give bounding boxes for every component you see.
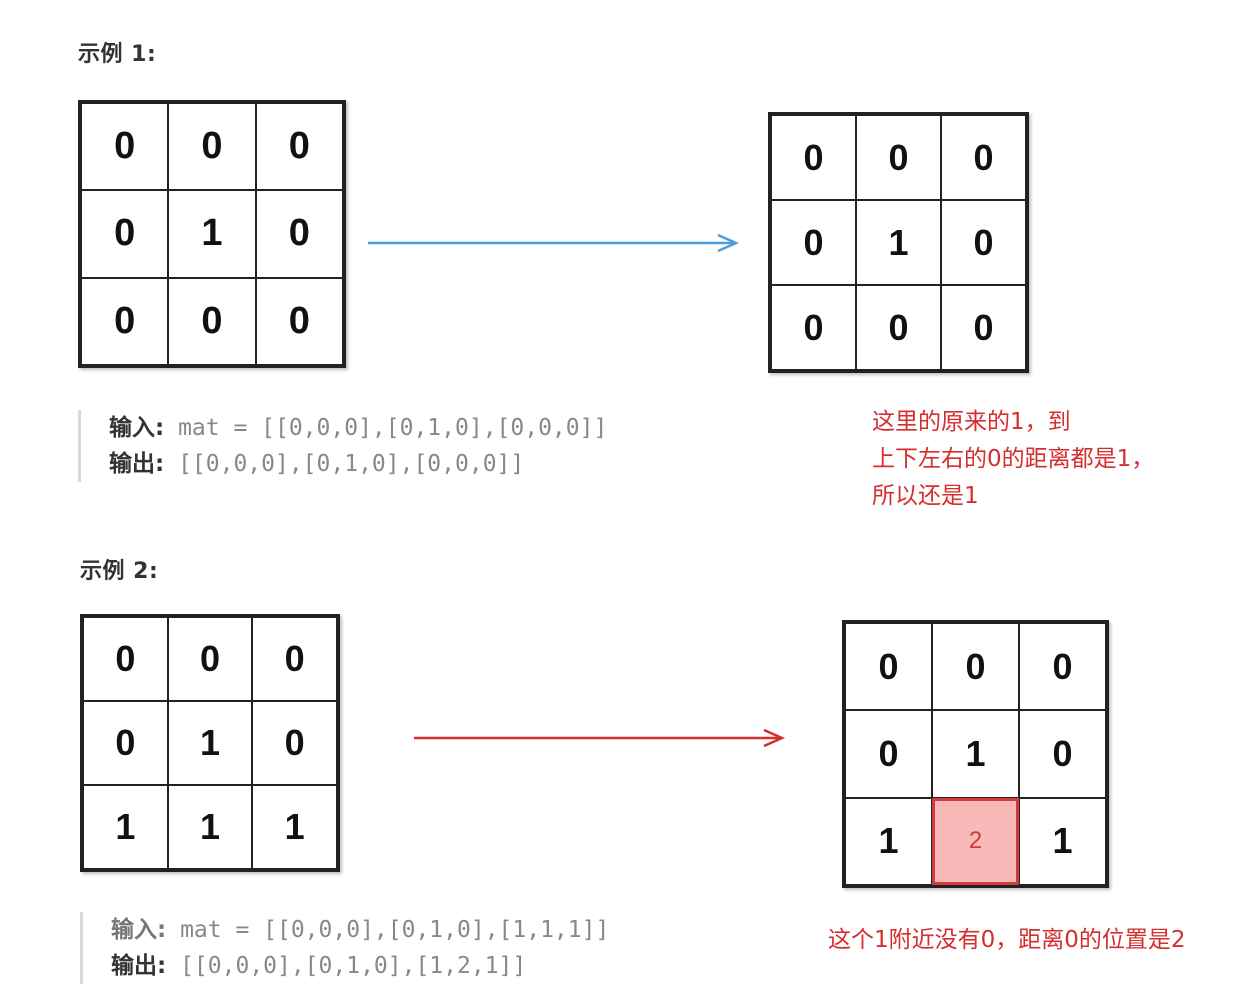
note-line: 上下左右的0的距离都是1， (872, 446, 1155, 472)
grid-cell: 0 (941, 115, 1026, 200)
grid-cell: 1 (167, 701, 253, 785)
grid-cell: 0 (83, 617, 168, 701)
grid-cell: 0 (168, 103, 256, 191)
grid-cell: 0 (845, 623, 932, 711)
example-2-output-line: 输出: [[0,0,0],[0,1,0],[1,2,1]] (111, 948, 609, 984)
grid-cell: 0 (168, 277, 256, 365)
example-2-note: 这个1附近没有0，距离0的位置是2 (828, 927, 1186, 953)
output-label: 输出: (109, 451, 165, 477)
input-label: 输入: (111, 917, 167, 943)
example-1-output-grid: 0 0 0 0 1 0 0 0 0 (768, 112, 1029, 373)
grid-cell: 0 (856, 115, 941, 200)
example-2-code-block: 输入: mat = [[0,0,0],[0,1,0],[1,1,1]] 输出: … (80, 912, 609, 984)
grid-cell: 0 (941, 285, 1026, 370)
note-line: 这里的原来的1，到 (872, 409, 1071, 435)
grid-cell: 1 (168, 190, 256, 278)
grid-cell: 0 (252, 617, 337, 701)
grid-cell: 0 (1019, 710, 1106, 798)
example-1-arrow (368, 233, 740, 253)
grid-cell: 0 (1019, 623, 1106, 711)
input-label: 输入: (109, 415, 165, 441)
grid-cell: 1 (252, 785, 337, 869)
grid-cell: 0 (845, 710, 932, 798)
output-value: [[0,0,0],[0,1,0],[0,0,0]] (178, 451, 525, 477)
example-1-input-line: 输入: mat = [[0,0,0],[0,1,0],[0,0,0]] (109, 410, 607, 446)
example-2-input-line: 输入: mat = [[0,0,0],[0,1,0],[1,1,1]] (111, 912, 609, 948)
example-2-input-grid: 0 0 0 0 1 0 1 1 1 (80, 614, 340, 872)
grid-cell: 0 (167, 617, 253, 701)
grid-cell: 0 (941, 200, 1026, 285)
grid-cell: 0 (856, 285, 941, 370)
grid-cell: 0 (81, 103, 169, 191)
grid-cell: 1 (856, 200, 941, 285)
grid-cell: 0 (83, 701, 168, 785)
example-1-input-grid: 0 0 0 0 1 0 0 0 0 (78, 100, 346, 368)
grid-cell: 1 (167, 785, 253, 869)
example-1-title: 示例 1: (78, 42, 157, 67)
highlighted-grid-cell: 2 (932, 797, 1019, 885)
example-2-arrow (414, 728, 786, 748)
grid-cell: 0 (252, 701, 337, 785)
example-2-output-grid: 0 0 0 0 1 0 1 2 1 (842, 620, 1109, 888)
grid-cell: 0 (255, 190, 343, 278)
output-label: 输出: (111, 953, 167, 979)
grid-cell: 0 (81, 190, 169, 278)
grid-cell: 0 (81, 277, 169, 365)
grid-cell: 0 (771, 285, 856, 370)
grid-cell: 0 (771, 200, 856, 285)
example-2-title: 示例 2: (80, 559, 159, 584)
input-value: mat = [[0,0,0],[0,1,0],[0,0,0]] (178, 415, 608, 441)
grid-cell: 1 (83, 785, 168, 869)
grid-cell: 0 (932, 623, 1019, 711)
grid-cell: 1 (845, 797, 932, 885)
grid-cell: 0 (255, 277, 343, 365)
example-1-code-block: 输入: mat = [[0,0,0],[0,1,0],[0,0,0]] 输出: … (78, 410, 607, 482)
grid-cell: 0 (771, 115, 856, 200)
input-value: mat = [[0,0,0],[0,1,0],[1,1,1]] (180, 917, 610, 943)
example-1-output-line: 输出: [[0,0,0],[0,1,0],[0,0,0]] (109, 446, 607, 482)
output-value: [[0,0,0],[0,1,0],[1,2,1]] (180, 953, 527, 979)
grid-cell: 1 (1019, 797, 1106, 885)
grid-cell: 1 (932, 710, 1019, 798)
note-line: 所以还是1 (872, 483, 979, 509)
grid-cell: 0 (255, 103, 343, 191)
example-1-note: 这里的原来的1，到 上下左右的0的距离都是1， 所以还是1 (872, 404, 1154, 515)
